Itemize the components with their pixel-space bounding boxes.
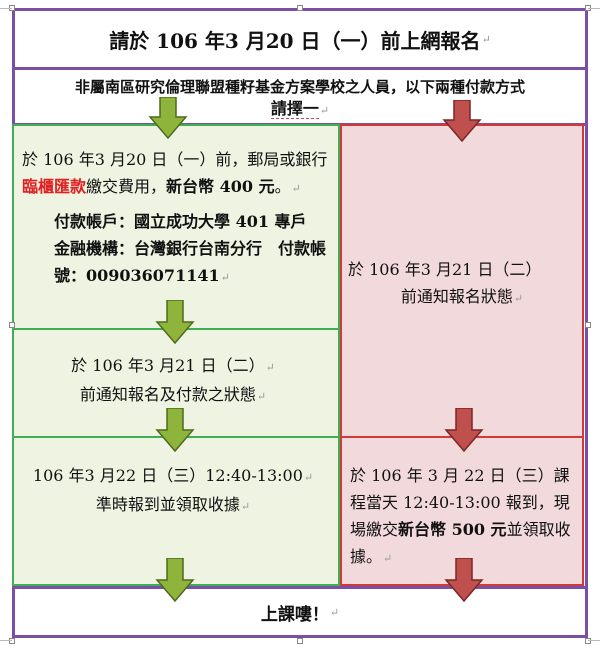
highlight-text: 臨櫃匯款 [22,177,87,196]
intro-line-1: 非屬南區研究倫理聯盟種籽基金方案學校之人員，以下兩種付款方式 [74,78,525,96]
intro-line-2: 請擇一 [270,99,319,119]
down-arrow-icon [155,558,195,602]
title-box: 請於 106 年3 月20 日（一）前上網報名↵ [12,8,588,70]
down-arrow-icon [442,100,482,142]
corner-mark [0,640,12,641]
down-arrow-icon [155,408,195,452]
footer-text: 上課嘍！ [260,604,329,625]
amount-400: 新台幣 400 元 [166,177,275,196]
corner-mark [588,640,600,641]
resize-handle[interactable] [585,638,591,644]
intro-box: 非屬南區研究倫理聯盟種籽基金方案學校之人員，以下兩種付款方式 請擇一↵ [12,70,588,126]
resize-handle[interactable] [297,5,303,11]
right-step1-box: 於 106 年3 月21 日（二） 前通知報名狀態↵ [340,124,584,438]
corner-mark [0,8,12,9]
down-arrow-icon [444,558,484,602]
resize-handle[interactable] [9,638,15,644]
footer-box: 上課嘍！↵ [12,586,588,638]
amount-500: 新台幣 500 元 [398,520,507,539]
resize-handle[interactable] [297,638,303,644]
resize-handle[interactable] [9,322,15,328]
corner-mark [588,8,600,9]
down-arrow-icon [155,300,195,344]
down-arrow-icon [444,408,484,452]
left-step1-text: 於 106 年3 月20 日（一）前，郵局或銀行臨櫃匯款繳交費用，新台幣 400… [22,150,328,196]
page-title: 請於 106 年3 月20 日（一）前上網報名 [109,28,481,53]
account-info: 付款帳戶：國立成功大學 401 專戶 金融機構：台灣銀行台南分行 付款帳號：00… [54,212,327,285]
down-arrow-icon [148,97,188,139]
resize-handle[interactable] [585,322,591,328]
left-step1-box: 於 106 年3 月20 日（一）前，郵局或銀行臨櫃匯款繳交費用，新台幣 400… [12,124,340,330]
